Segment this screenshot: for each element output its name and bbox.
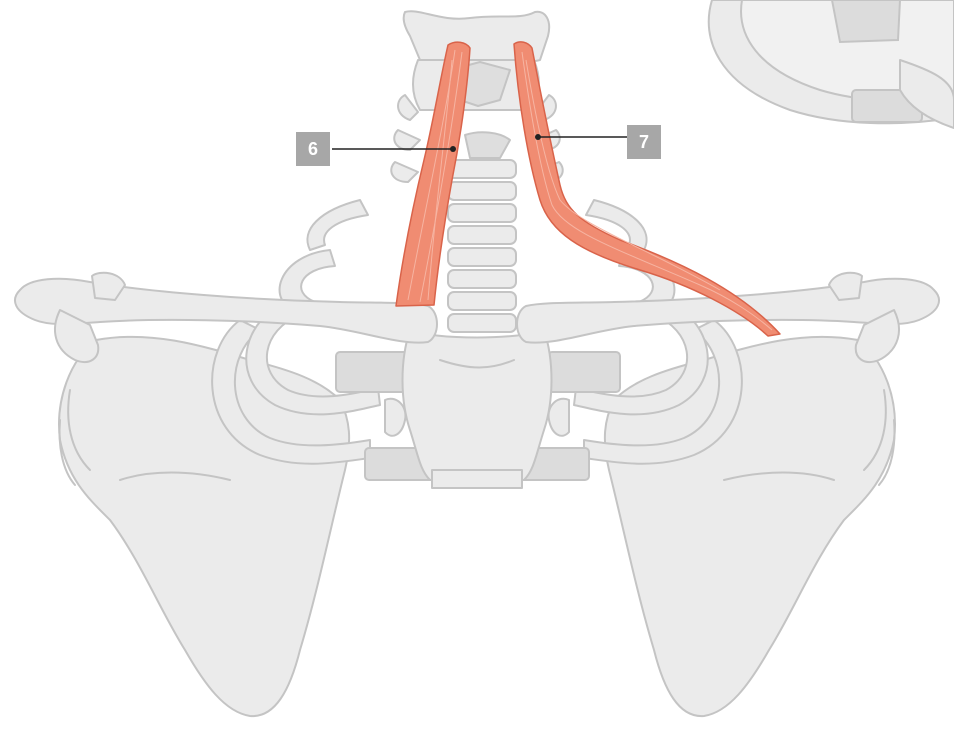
right-scapula [605, 337, 895, 716]
inset-partial-view [709, 0, 954, 128]
callout-label-7: 7 [627, 125, 661, 159]
leader-dot-7 [535, 134, 541, 140]
leader-dot-6 [450, 146, 456, 152]
callout-label-6-text: 6 [308, 139, 318, 159]
left-scapula [59, 337, 349, 716]
muscle-7 [514, 42, 780, 336]
callout-label-7-text: 7 [639, 132, 649, 152]
callout-label-6: 6 [296, 132, 330, 166]
